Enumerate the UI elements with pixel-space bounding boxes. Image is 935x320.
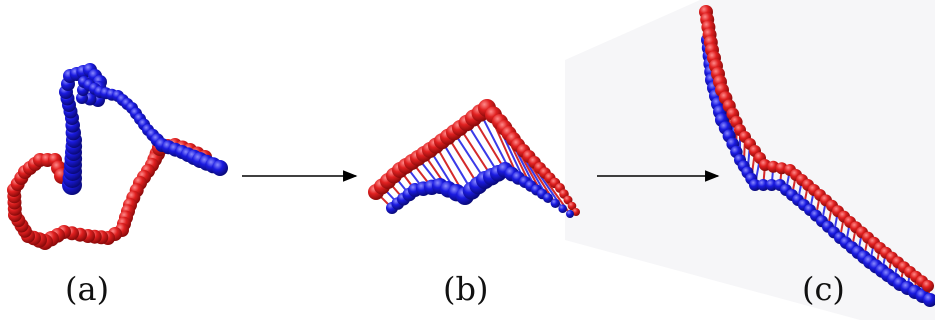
panel-c-structure: [699, 5, 935, 307]
panel-c-blue-bead: [749, 179, 761, 191]
panel-b-blue-bead: [550, 198, 560, 208]
panel-label-b: (b): [443, 270, 489, 308]
panel-a-blue-bead: [212, 160, 228, 176]
panel-c-blue-bead: [765, 179, 778, 191]
panel-label-c: (c): [802, 270, 845, 308]
panel-b-blue-bead: [558, 204, 567, 213]
panel-b-rung: [447, 136, 480, 186]
panel-label-a: (a): [65, 270, 110, 308]
panel-b-blue-bead: [543, 193, 553, 203]
panel-b-rung: [472, 117, 506, 171]
panel-c-blue-bead: [923, 293, 935, 307]
panel-b-rung: [453, 131, 486, 181]
panel-c-red-bead: [922, 280, 934, 292]
panel-b-rung: [465, 122, 500, 174]
panel-b-rung: [459, 127, 493, 178]
panel-c-blue-bead: [757, 179, 770, 191]
panel-b-rung: [441, 140, 473, 192]
panel-a-structure: [7, 63, 228, 250]
panel-b-red-bead: [567, 201, 577, 211]
panel-b-blue-bead: [566, 210, 574, 218]
panel-b-structure: [368, 99, 580, 218]
